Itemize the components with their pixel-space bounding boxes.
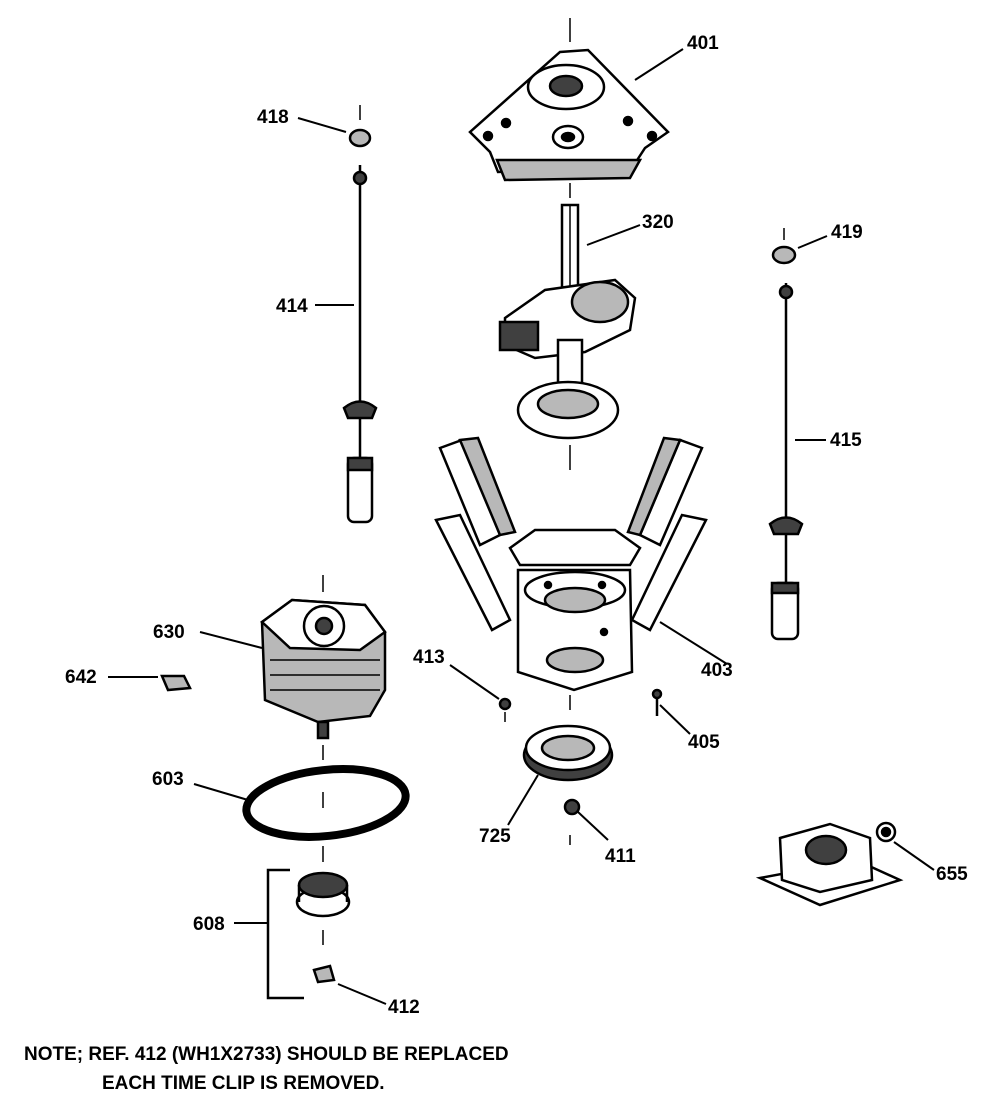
label-411: 411 (605, 846, 636, 867)
part-413-screw (498, 697, 512, 711)
part-725-pulley (522, 724, 614, 782)
bracket-608 (266, 868, 304, 1000)
label-725: 725 (479, 826, 511, 847)
label-413: 413 (413, 647, 445, 668)
label-401: 401 (687, 33, 719, 54)
label-608: 608 (193, 914, 225, 935)
label-655: 655 (936, 864, 968, 885)
replacement-note: NOTE; REF. 412 (WH1X2733) SHOULD BE REPL… (24, 1040, 509, 1098)
label-642: 642 (65, 667, 97, 688)
part-414-suspension-rod (342, 165, 378, 524)
part-630-motor (260, 598, 387, 740)
label-415: 415 (830, 430, 862, 451)
part-412-clip (312, 964, 336, 984)
part-642-connector (160, 674, 192, 692)
label-418: 418 (257, 107, 289, 128)
label-403: 403 (701, 660, 733, 681)
label-412: 412 (388, 997, 420, 1018)
label-414: 414 (276, 296, 308, 317)
part-603-belt (242, 765, 410, 841)
part-403-suspension-base (434, 436, 708, 692)
note-line-1: NOTE; REF. 412 (WH1X2733) SHOULD BE REPL… (24, 1044, 509, 1065)
part-labels: 401 418 320 419 414 415 630 642 413 403 … (65, 33, 968, 1018)
part-608-motor-pulley (295, 871, 351, 918)
label-419: 419 (831, 222, 863, 243)
part-401-cover (468, 48, 670, 182)
part-411-nut (563, 798, 581, 816)
label-320: 320 (642, 212, 674, 233)
note-line-2: EACH TIME CLIP IS REMOVED. (102, 1073, 385, 1094)
part-655-pump (755, 821, 904, 907)
part-418-cap (348, 128, 372, 148)
part-405-bolt (651, 688, 663, 716)
leader-lines (108, 48, 935, 1005)
label-630: 630 (153, 622, 185, 643)
part-320-transmission (498, 203, 637, 440)
part-415-suspension-rod (768, 283, 804, 641)
axis-guides (322, 18, 785, 945)
part-419-cap (771, 245, 797, 265)
label-405: 405 (688, 732, 720, 753)
label-603: 603 (152, 769, 184, 790)
